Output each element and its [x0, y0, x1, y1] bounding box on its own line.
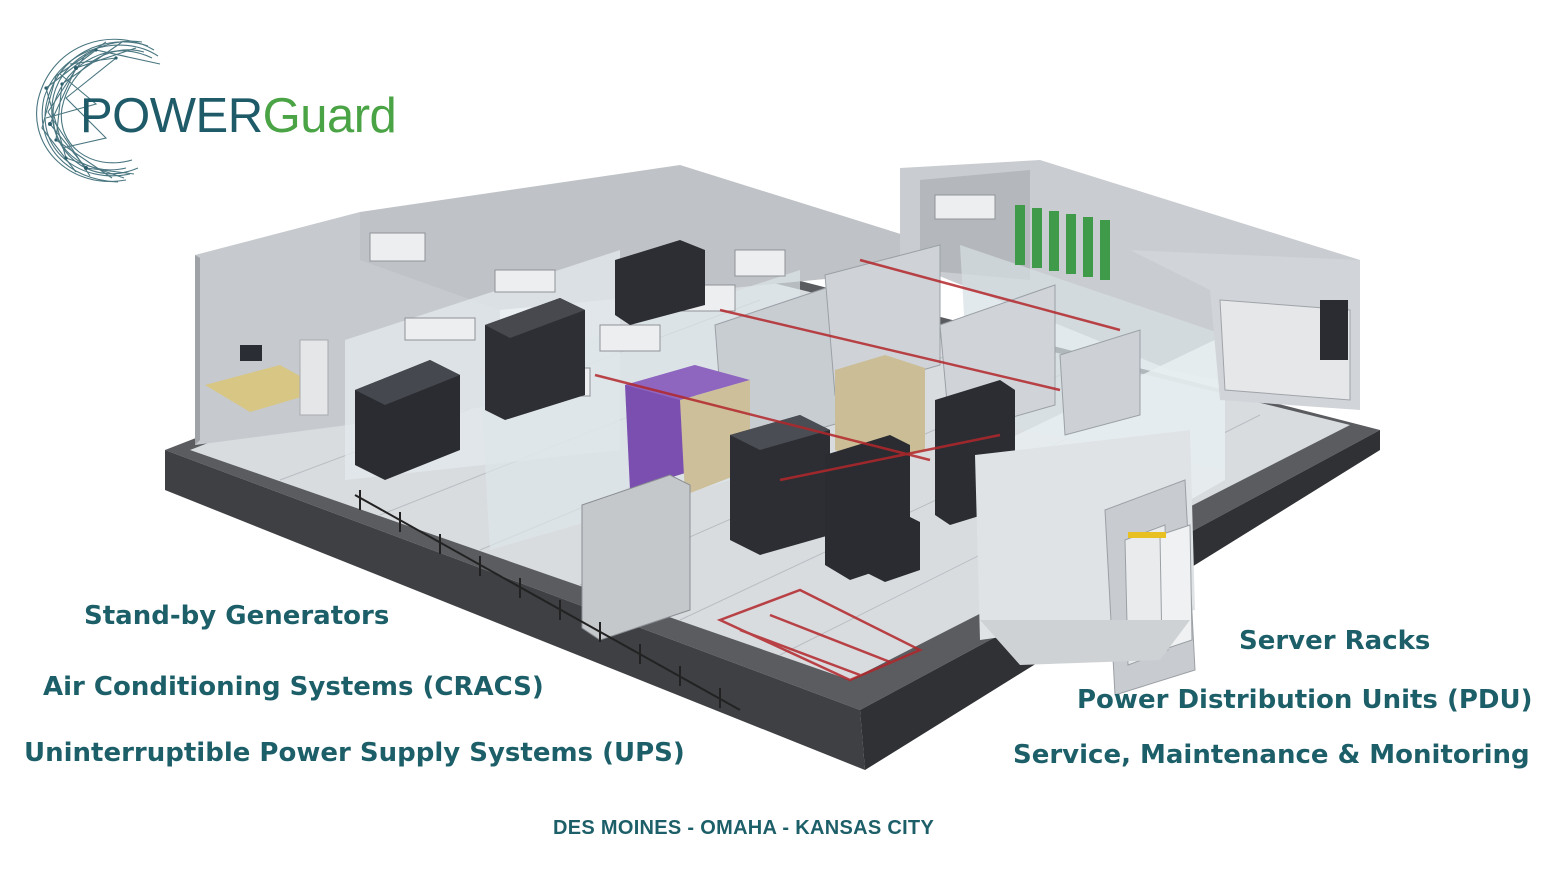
brand-name-power: POWER — [80, 89, 263, 143]
service-maintenance-monitoring: Service, Maintenance & Monitoring — [1013, 740, 1530, 770]
service-pdu: Power Distribution Units (PDU) — [1077, 685, 1533, 715]
brand-name-guard: Guard — [262, 89, 397, 143]
service-ups: Uninterruptible Power Supply Systems (UP… — [24, 738, 685, 768]
service-standby-generators: Stand-by Generators — [84, 601, 390, 631]
locations-footer: DES MOINES - OMAHA - KANSAS CITY — [553, 817, 935, 839]
service-air-conditioning: Air Conditioning Systems (CRACS) — [43, 672, 544, 702]
data-center-illustration — [165, 160, 1380, 770]
brand-name: POWERGuard — [80, 89, 397, 143]
service-server-racks: Server Racks — [1239, 626, 1431, 656]
powerguard-logo: POWERGuard — [26, 28, 466, 188]
logo-ring-icon — [36, 38, 161, 183]
